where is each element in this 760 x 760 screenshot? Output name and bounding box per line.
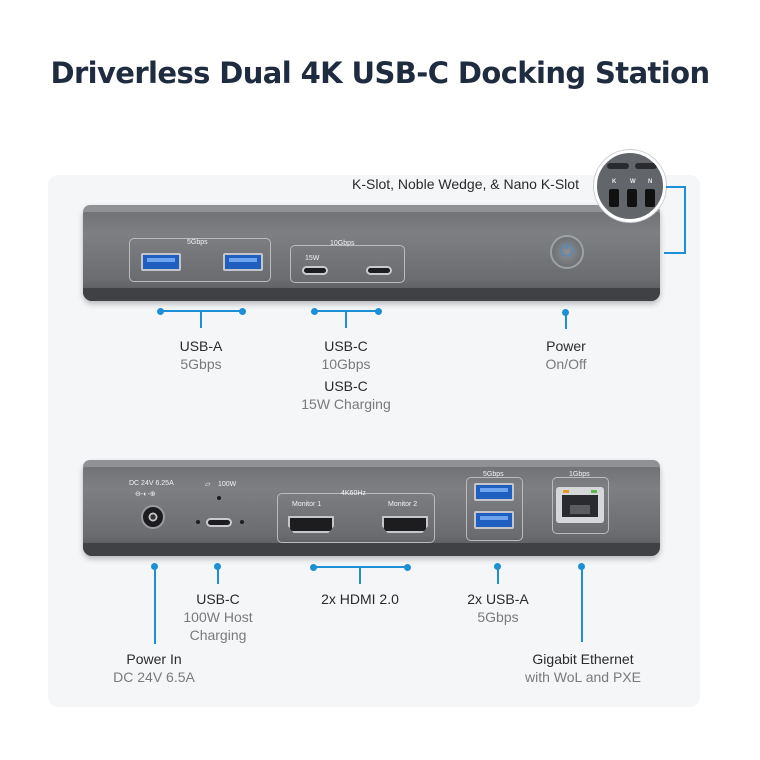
host-usbc-callout-line <box>217 566 219 584</box>
usbc-host-port <box>206 518 232 527</box>
kslot-inset: K W N <box>594 150 666 222</box>
usbc-callout-sub: 10Gbps <box>321 356 371 372</box>
usbc-callout-sub2: 15W Charging <box>301 396 391 412</box>
eth-speed-label: 1Gbps <box>569 471 590 478</box>
usba-port-2 <box>223 253 263 271</box>
usba-callout: USB-A 5Gbps <box>180 337 223 373</box>
power-icon: ⏻ <box>560 241 574 261</box>
hdmi-port-1 <box>288 516 334 533</box>
usbc-port-15w <box>302 266 328 275</box>
power-in-callout: Power In DC 24V 6.5A <box>113 650 195 686</box>
usbc-callout-title: USB-C <box>324 338 368 354</box>
usbc-callout-title2: USB-C <box>324 378 368 394</box>
power-in-callout-line <box>154 566 156 644</box>
usbc-10gbps-group <box>290 245 405 283</box>
rear-usba-port-2 <box>474 511 514 529</box>
rear-usba-port-1 <box>474 483 514 501</box>
kslot-letter-w: W <box>630 179 636 185</box>
rear-usba-group <box>466 477 523 541</box>
kslot-callout-line <box>664 252 686 254</box>
power-in-callout-title: Power In <box>126 651 182 667</box>
usba-speed-label: 5Gbps <box>187 239 208 246</box>
host-usbc-callout-title: USB-C <box>196 591 240 607</box>
wedge-slot-icon <box>627 189 637 207</box>
usbc-port-10gbps <box>366 266 392 275</box>
dock-front-view: 5Gbps 10Gbps 15W ⏻ <box>83 205 660 301</box>
k-slot-icon <box>609 189 619 207</box>
ethernet-callout-sub: with WoL and PXE <box>525 669 641 685</box>
hdmi-4k60-label: 4K60Hz <box>341 490 366 497</box>
rear-usba-speed-label: 5Gbps <box>483 471 504 478</box>
page-title: Driverless Dual 4K USB-C Docking Station <box>50 56 710 90</box>
usbc-speed-label: 10Gbps <box>330 240 355 247</box>
power-in-callout-sub: DC 24V 6.5A <box>113 669 195 685</box>
rear-usba-callout-title: 2x USB-A <box>467 591 529 607</box>
power-callout-sub: On/Off <box>545 356 587 372</box>
host-usbc-callout: USB-C 100W Host Charging <box>183 590 252 644</box>
host-usbc-callout-sub1: 100W Host <box>183 609 253 625</box>
host-watts-label: 100W <box>218 481 237 488</box>
usba-5gbps-group <box>129 238 271 282</box>
usbc-15w-label: 15W <box>305 255 320 262</box>
kslot-letter-k: K <box>612 179 617 185</box>
kslot-label: K-Slot, Noble Wedge, & Nano K-Slot <box>352 176 579 192</box>
power-callout: Power On/Off <box>546 337 587 373</box>
usba-callout-title: USB-A <box>179 338 223 354</box>
ethernet-callout-title: Gigabit Ethernet <box>532 651 634 667</box>
hdmi-port-2 <box>382 516 428 533</box>
usbc-callout: USB-C 10Gbps USB-C 15W Charging <box>301 337 391 413</box>
rear-usba-callout-line <box>497 566 499 584</box>
usba-callout-sub: 5Gbps <box>180 356 222 372</box>
ethernet-port <box>556 487 604 523</box>
dc-rating-label: DC 24V 6.25A <box>129 480 174 487</box>
usba-port-1 <box>141 253 181 271</box>
power-button: ⏻ <box>550 235 584 269</box>
dc-power-jack <box>141 505 165 529</box>
ethernet-callout-line <box>581 566 583 642</box>
hdmi-callout: 2x HDMI 2.0 <box>321 590 399 608</box>
kslot-callout-line <box>684 186 686 254</box>
dock-rear-view: DC 24V 6.25A ⊖-◐-⊕ ▱ 100W 4K60Hz Monitor… <box>83 460 660 556</box>
monitor2-label: Monitor 2 <box>388 501 418 508</box>
dc-polarity-icon: ⊖-◐-⊕ <box>135 491 156 498</box>
ethernet-callout: Gigabit Ethernet with WoL and PXE <box>525 650 641 686</box>
kslot-letter-n: N <box>648 179 653 185</box>
power-callout-title: Power <box>546 338 586 354</box>
monitor1-label: Monitor 1 <box>292 501 322 508</box>
kslot-callout-line <box>666 186 686 188</box>
hdmi-group <box>277 493 435 543</box>
host-usbc-callout-sub2: Charging <box>189 627 247 643</box>
hdmi-callout-title: 2x HDMI 2.0 <box>321 591 399 607</box>
laptop-charging-icon: ▱ <box>205 481 211 488</box>
rear-usba-callout: 2x USB-A 5Gbps <box>467 590 528 626</box>
ethernet-group <box>552 477 609 534</box>
rear-usba-callout-sub: 5Gbps <box>477 609 519 625</box>
nano-slot-icon <box>645 189 655 207</box>
power-callout-line <box>565 312 567 329</box>
